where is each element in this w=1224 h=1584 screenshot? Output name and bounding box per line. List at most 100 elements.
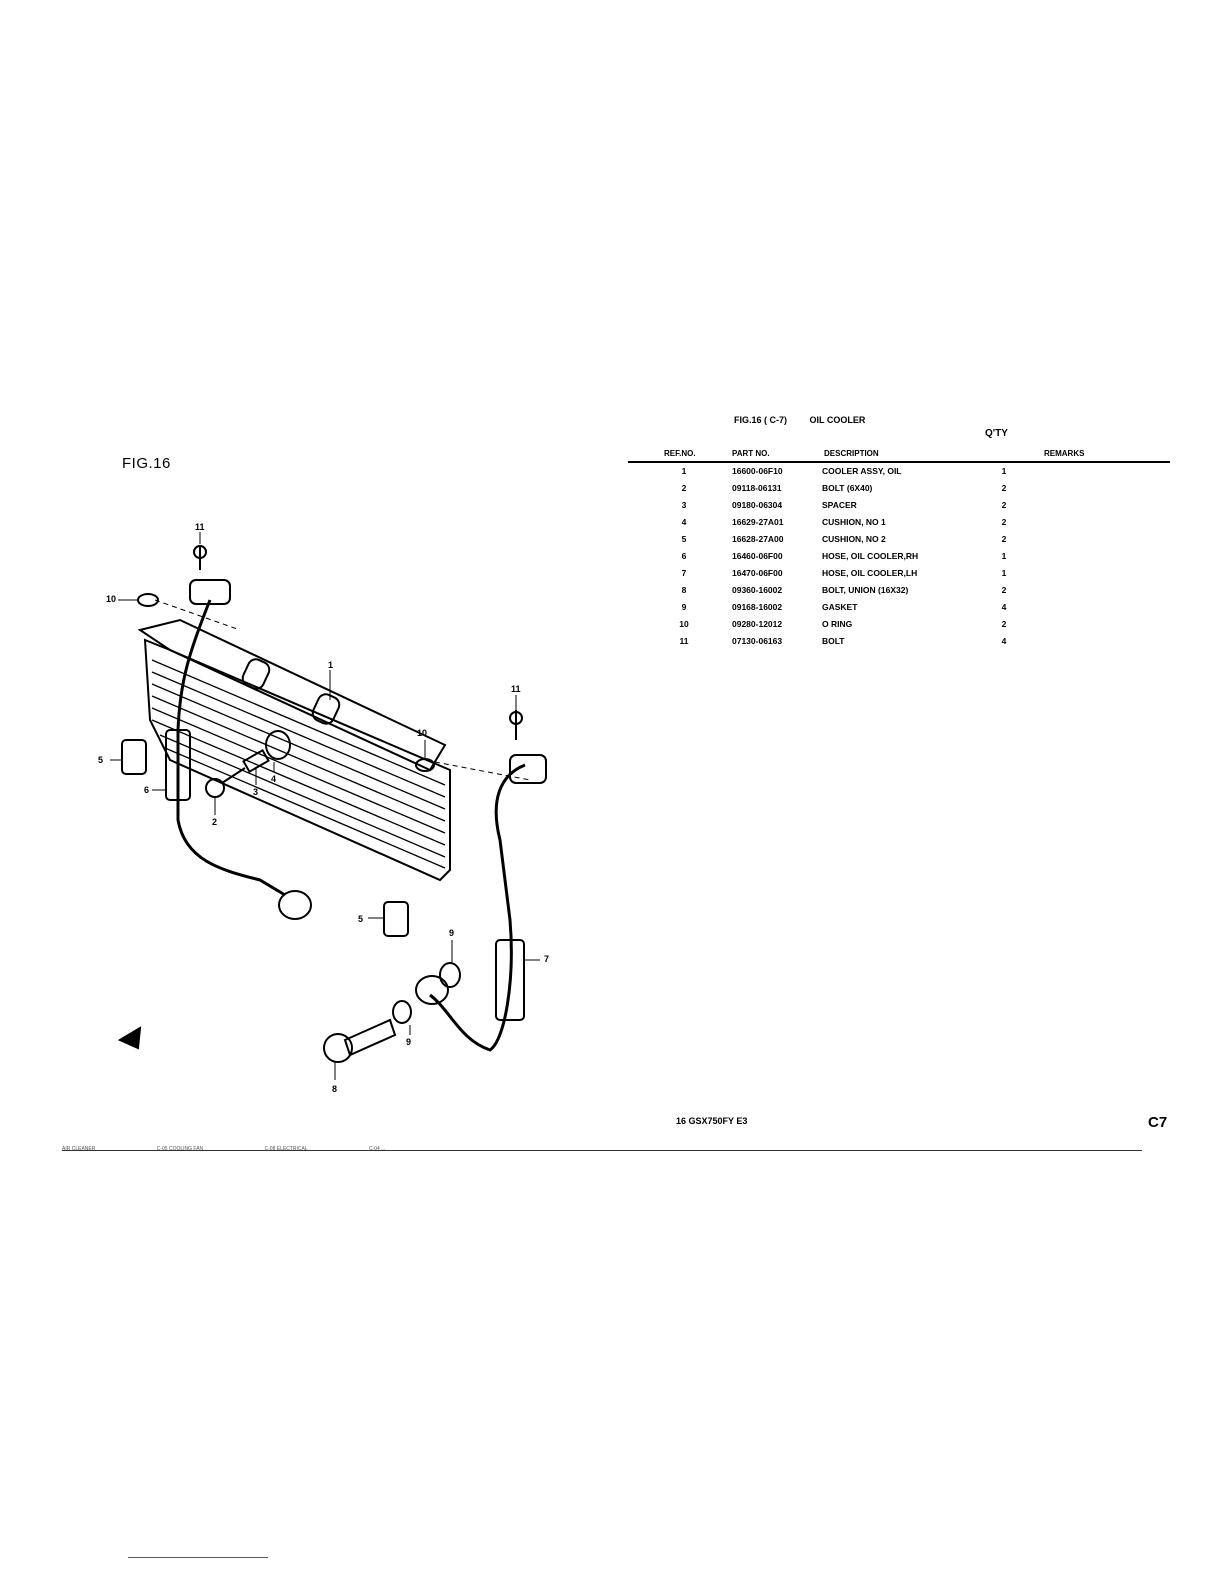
cell-part: 16600-06F10 (732, 466, 783, 476)
cell-qty: 1 (1001, 466, 1007, 476)
exploded-parts-diagram: 1 2 3 4 5 5 6 7 8 9 9 10 10 11 11 (98, 522, 549, 1094)
cell-desc: SPACER (822, 500, 857, 510)
bolt-2 (205, 778, 225, 798)
cell-qty: 4 (1001, 602, 1007, 612)
table-row: 6 16460-06F00 HOSE, OIL COOLER,RH 1 (628, 549, 1170, 566)
spacer (242, 748, 270, 774)
table-title: OIL COOLER (809, 415, 866, 425)
table-row: 7 16470-06F00 HOSE, OIL COOLER,LH 1 (628, 566, 1170, 583)
cell-ref: 4 (681, 517, 687, 527)
callout-1: 1 (328, 660, 333, 670)
footer-link[interactable]: C-08 ELECTRICAL (264, 1146, 308, 1152)
cell-qty: 1 (1001, 551, 1007, 561)
gasket-a (392, 1000, 412, 1024)
hose-lh (429, 763, 526, 1052)
hose-rh-sleeve (165, 729, 191, 801)
cell-desc: GASKET (822, 602, 858, 612)
footer-link[interactable]: C-04 ... (369, 1146, 386, 1152)
model-code: 16 GSX750FY E3 (676, 1116, 748, 1126)
callout-10b: 10 (417, 728, 427, 738)
cell-qty: 4 (1001, 636, 1007, 646)
oil-cooler-core (143, 638, 451, 882)
cell-part: 09280-12012 (732, 619, 783, 629)
cell-desc: BOLT (822, 636, 845, 646)
table-row: 2 09118-06131 BOLT (6X40) 2 (628, 481, 1170, 498)
cell-part: 07130-06163 (732, 636, 783, 646)
cell-qty: 2 (1001, 585, 1007, 595)
hose-rh-fitting (278, 890, 312, 920)
cell-ref: 2 (681, 483, 687, 493)
figure-label: FIG.16 (122, 455, 171, 472)
cushion-no2-a (121, 739, 147, 775)
union-fitting (415, 975, 449, 1005)
cell-part: 16470-06F00 (732, 568, 783, 578)
cell-desc: O RING (822, 619, 853, 629)
footnote-divider (128, 1557, 268, 1558)
figure-reference: FIG.16 ( C-7) (734, 415, 788, 425)
parts-table-body: 1 16600-06F10 COOLER ASSY, OIL 1 2 09118… (628, 464, 1170, 651)
callout-11a: 11 (195, 522, 205, 532)
cushion-top-2 (311, 693, 341, 725)
cell-qty: 2 (1001, 517, 1007, 527)
callout-4: 4 (271, 774, 276, 784)
cell-ref: 10 (679, 619, 689, 629)
callout-8: 8 (332, 1084, 337, 1094)
cell-ref: 9 (681, 602, 687, 612)
footer-link[interactable]: C-05 COOLING FAN (156, 1146, 204, 1152)
footer-divider (62, 1150, 1142, 1151)
cell-desc: BOLT, UNION (16X32) (822, 585, 909, 595)
cell-desc: CUSHION, NO 2 (822, 534, 886, 544)
cell-part: 16628-27A00 (732, 534, 784, 544)
front-arrow-icon (117, 1026, 142, 1050)
hose-lh-top-flange (509, 754, 547, 784)
cell-part: 09168-16002 (732, 602, 783, 612)
table-row: 11 07130-06163 BOLT 4 (628, 634, 1170, 651)
cell-qty: 1 (1001, 568, 1007, 578)
qty-header: Q'TY (985, 428, 1008, 439)
table-row: 10 09280-12012 O RING 2 (628, 617, 1170, 634)
cell-ref: 5 (681, 534, 687, 544)
callout-11b: 11 (511, 684, 521, 694)
header-ref: REF.NO. (664, 449, 696, 458)
header-desc: DESCRIPTION (824, 449, 879, 458)
cell-ref: 8 (681, 585, 687, 595)
cell-qty: 2 (1001, 534, 1007, 544)
cell-desc: HOSE, OIL COOLER,RH (822, 551, 919, 561)
table-row: 3 09180-06304 SPACER 2 (628, 498, 1170, 515)
footer-section-links: AIR CLEANER C-05 COOLING FAN C-08 ELECTR… (62, 1146, 662, 1152)
cushion-no1 (265, 730, 291, 760)
cell-ref: 6 (681, 551, 687, 561)
cell-ref: 1 (681, 466, 687, 476)
callout-6: 6 (144, 785, 149, 795)
cell-part: 16460-06F00 (732, 551, 783, 561)
footer-link[interactable]: AIR CLEANER (62, 1146, 96, 1152)
cushion-no2-b (383, 901, 409, 937)
cushion-top-1 (241, 658, 271, 690)
cell-desc: HOSE, OIL COOLER,LH (822, 568, 918, 578)
table-row: 9 09168-16002 GASKET 4 (628, 600, 1170, 617)
page-code: C7 (1148, 1114, 1168, 1131)
union-bolt-head (323, 1033, 353, 1063)
hose-lh-sleeve (495, 939, 525, 1021)
cell-ref: 7 (681, 568, 687, 578)
callout-5a: 5 (98, 755, 103, 765)
table-row: 5 16628-27A00 CUSHION, NO 2 2 (628, 532, 1170, 549)
callout-2: 2 (212, 817, 217, 827)
cell-ref: 3 (681, 500, 687, 510)
cell-qty: 2 (1001, 619, 1007, 629)
cell-part: 16629-27A01 (732, 517, 784, 527)
cell-desc: CUSHION, NO 1 (822, 517, 886, 527)
cell-part: 09180-06304 (732, 500, 783, 510)
header-part: PART NO. (732, 449, 770, 458)
cell-qty: 2 (1001, 483, 1007, 493)
header-remarks: REMARKS (1044, 449, 1085, 458)
callout-9a: 9 (406, 1037, 411, 1047)
cell-qty: 2 (1001, 500, 1007, 510)
bolt-11-b (509, 711, 523, 725)
table-heading: FIG.16 ( C-7) OIL COOLER (734, 415, 865, 425)
cell-ref: 11 (679, 636, 689, 646)
cell-part: 09118-06131 (732, 483, 782, 493)
callout-5b: 5 (358, 914, 363, 924)
callout-7: 7 (544, 954, 549, 964)
table-row: 8 09360-16002 BOLT, UNION (16X32) 2 (628, 583, 1170, 600)
